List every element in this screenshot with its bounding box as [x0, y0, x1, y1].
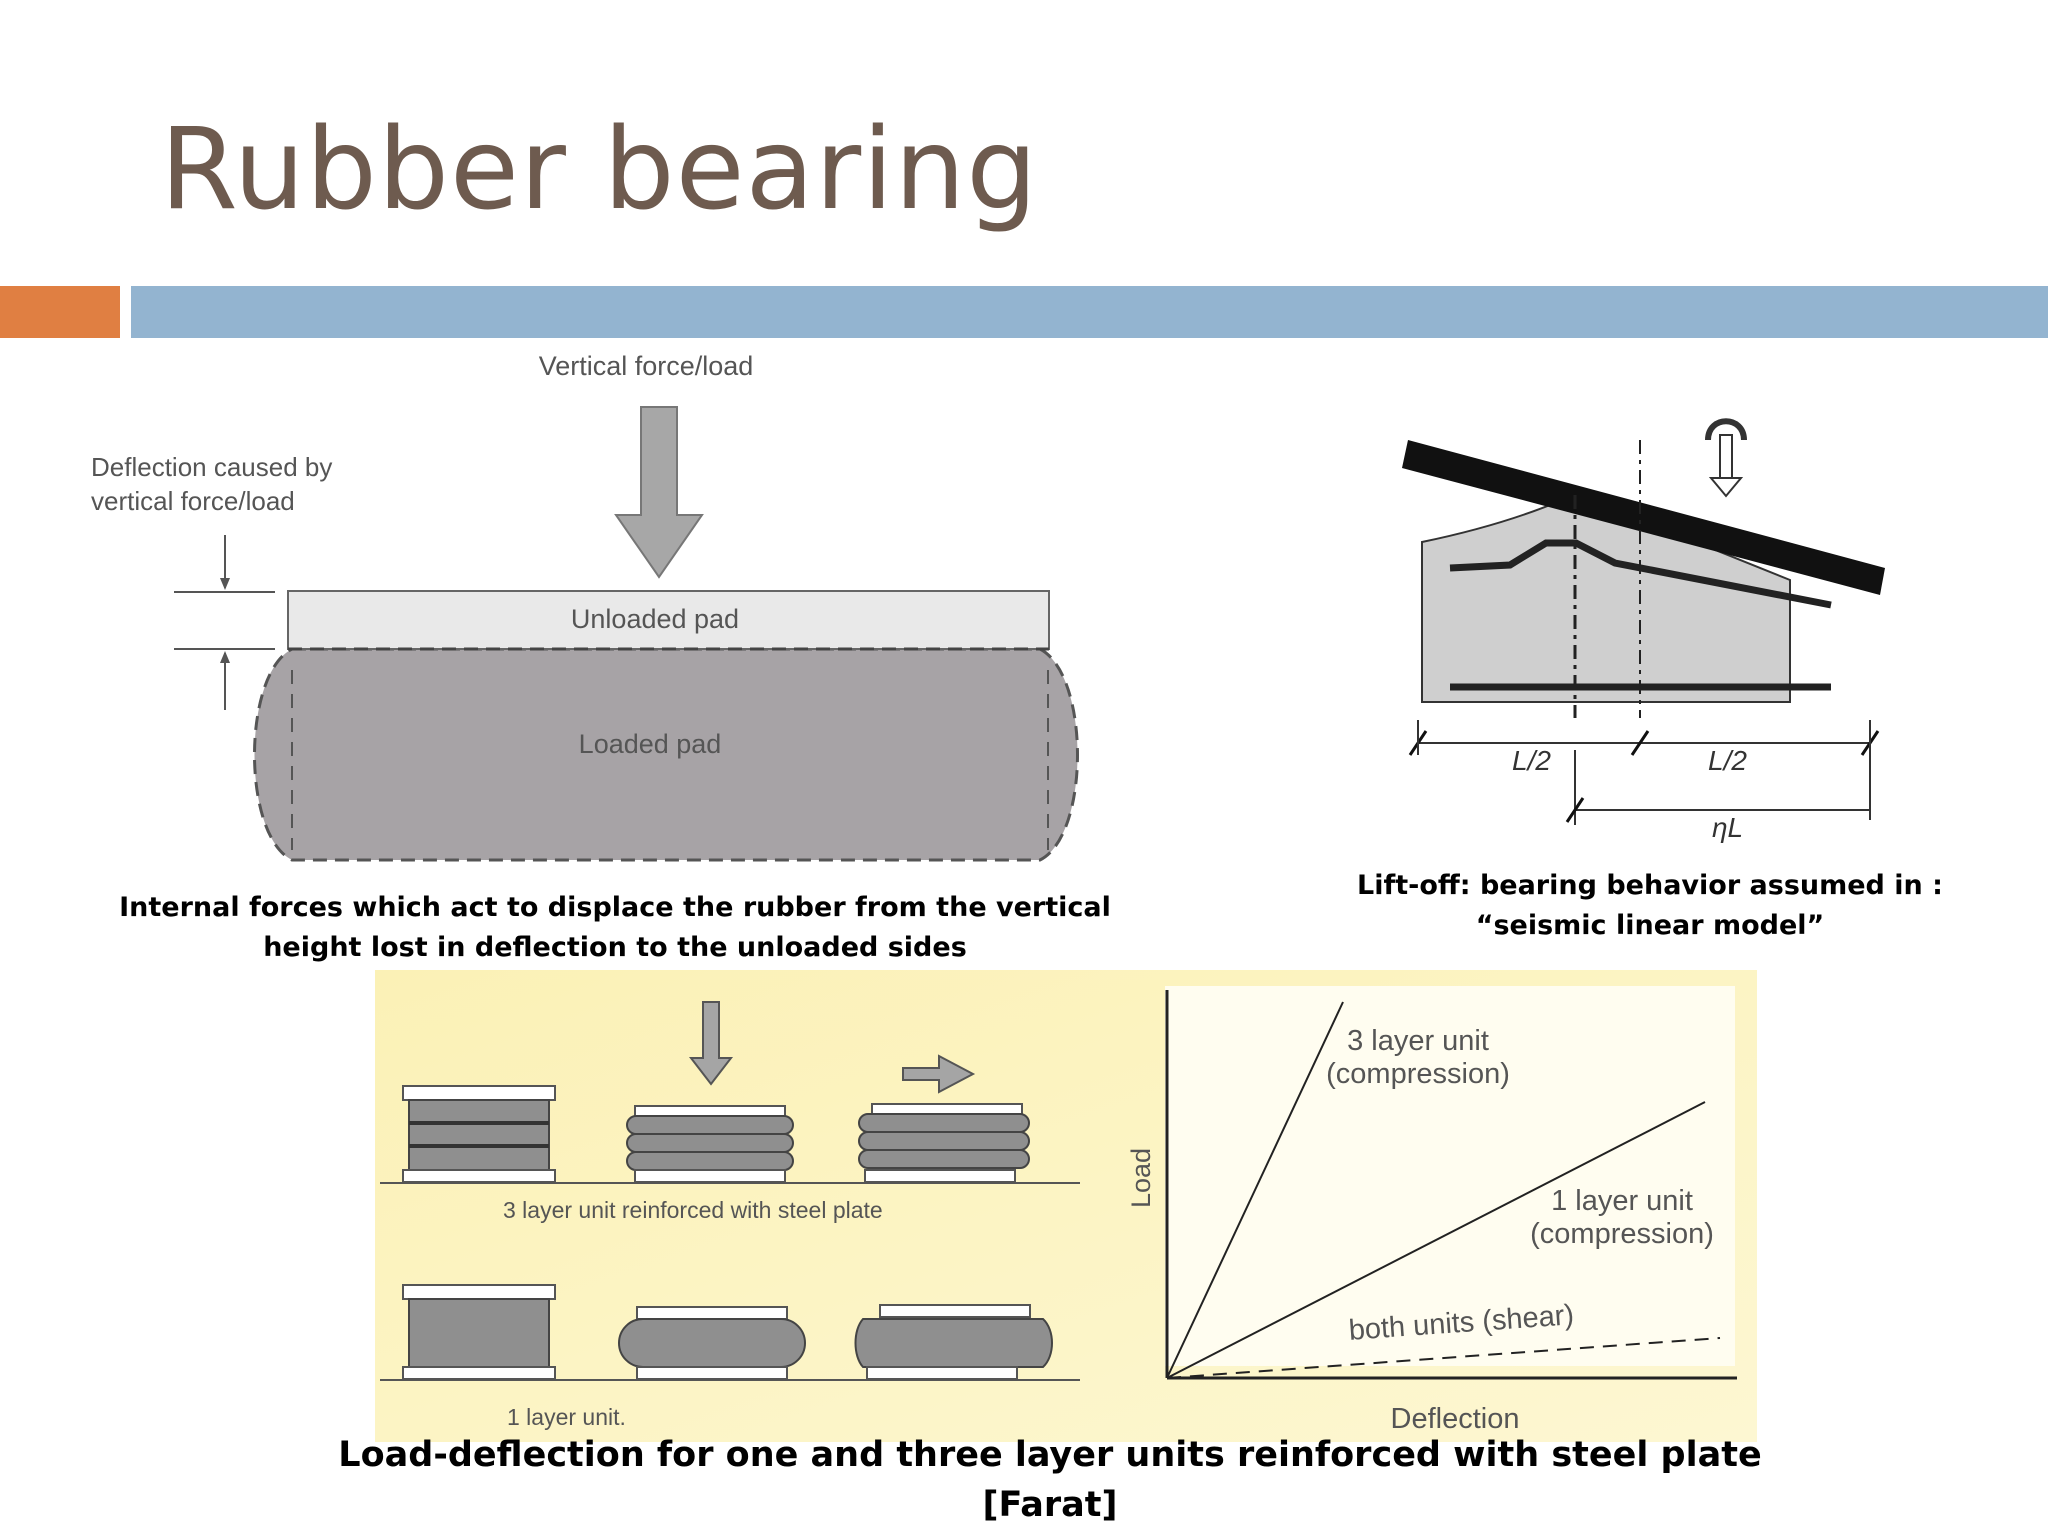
deflection-arrowhead-bottom [220, 651, 230, 663]
uplift-arrow-shaft [1719, 434, 1733, 481]
shear-arrow-icon [902, 1054, 976, 1094]
pad-deflection-figure: Vertical force/load Deflection caused by… [91, 351, 1079, 862]
dim-tick-4 [1565, 797, 1585, 823]
loaded-pad-shape [253, 647, 1079, 862]
bearing-body [1421, 492, 1791, 703]
dim-label-eta: ηL [1712, 812, 1743, 843]
three-layer-unit-shear [858, 1103, 1030, 1183]
vertical-force-label: Vertical force/load [539, 351, 754, 381]
deflection-arrowhead-top [220, 578, 230, 590]
slide-title: Rubber bearing [160, 105, 1039, 235]
label-3layer-line1: 3 layer unit [1347, 1025, 1489, 1057]
liftoff-figure-caption: Lift-off: bearing behavior assumed in : … [1357, 870, 1943, 941]
series-line-shear [1166, 1337, 1721, 1379]
reinforcement-plate-top [1449, 539, 1832, 609]
rotation-icon [1705, 418, 1747, 441]
one-layer-unit-unloaded [402, 1284, 556, 1380]
deflection-label-line1: Deflection caused by [91, 452, 332, 482]
series-line-3layer [1166, 1001, 1344, 1379]
one-layer-unit-label: 1 layer unit. [507, 1404, 626, 1430]
label-3layer-line2: (compression) [1326, 1058, 1510, 1090]
dim-tick-2 [1630, 730, 1650, 756]
loaded-pad-label: Loaded pad [579, 729, 722, 759]
x-axis-label: Deflection [1391, 1403, 1520, 1435]
label-1layer-line1: 1 layer unit [1551, 1185, 1693, 1217]
chart-panel-bg [1165, 986, 1735, 1366]
three-layer-unit-unloaded [402, 1085, 556, 1183]
dim-label-left: L/2 [1512, 745, 1551, 776]
three-layer-unit-label: 3 layer unit reinforced with steel plate [503, 1197, 883, 1223]
liftoff-figure: L/2 L/2 ηL [1402, 418, 1885, 843]
pad-figure-caption: Internal forces which act to displace th… [119, 892, 1111, 963]
series-line-1layer [1166, 1101, 1706, 1379]
three-layer-unit-compressed [626, 1105, 794, 1183]
one-layer-unit-compressed [618, 1306, 806, 1380]
dim-label-right: L/2 [1708, 745, 1747, 776]
vertical-force-arrow [614, 406, 704, 579]
one-layer-unit-shear [854, 1304, 1053, 1380]
tilted-superstructure [1402, 440, 1885, 595]
accent-bar-blue [131, 286, 2048, 338]
y-axis-label: Load [1126, 1148, 1156, 1208]
deflection-label-line2: vertical force/load [91, 486, 295, 516]
layers-figure-caption: Load-deflection for one and three layer … [338, 1435, 1762, 1525]
label-1layer-line2: (compression) [1530, 1218, 1714, 1250]
unloaded-pad-label: Unloaded pad [571, 604, 739, 634]
compression-arrow-icon [688, 1001, 734, 1086]
layer-units-figure: 3 layer unit reinforced with steel plate… [375, 970, 1757, 1442]
accent-bar-orange [0, 286, 120, 338]
unloaded-pad-shape [287, 590, 1050, 650]
uplift-arrowhead [1708, 477, 1744, 498]
